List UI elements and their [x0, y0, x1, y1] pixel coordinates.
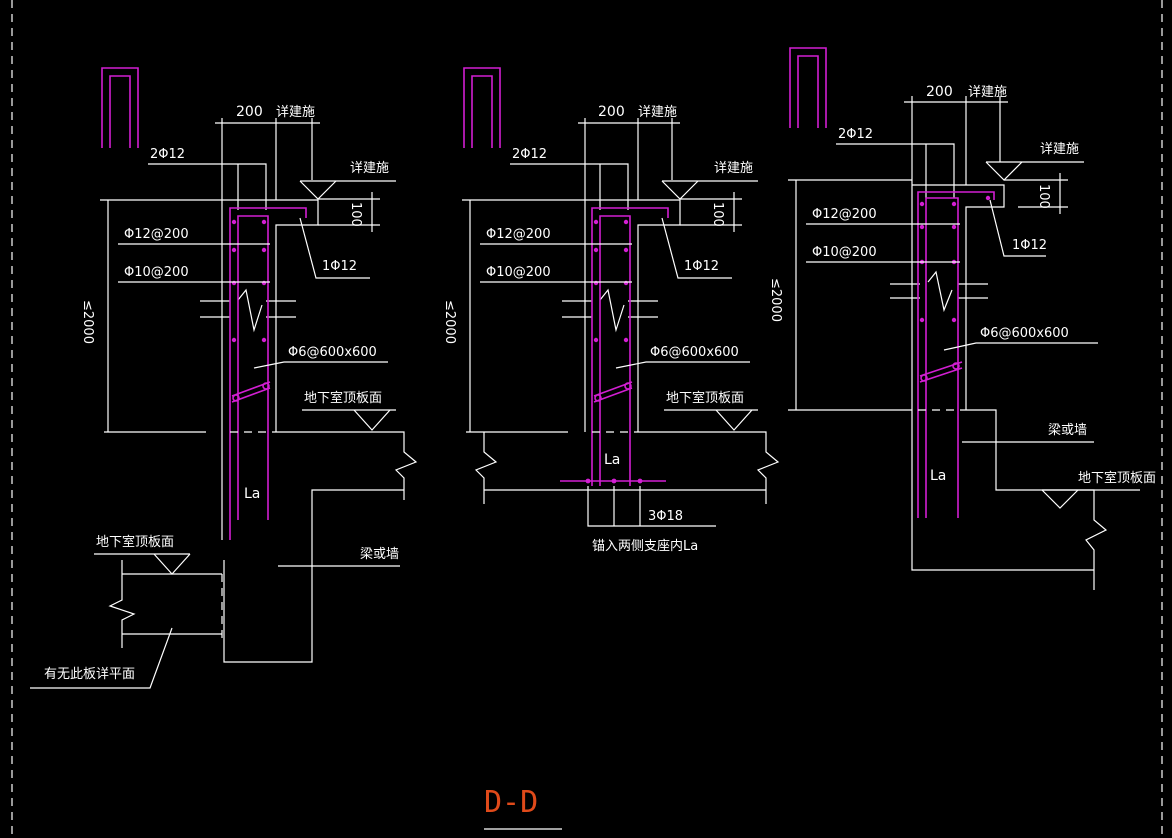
detail-2-leader-tie	[615, 361, 750, 369]
detail-2-bracket-inner	[471, 75, 493, 148]
detail-3-dim-width: 200	[926, 84, 953, 100]
detail-1-beam	[223, 489, 404, 663]
detail-3-rebar-vert: Φ12@200	[812, 207, 877, 222]
detail-2-anchor-note: 锚入两侧支座内La	[592, 538, 698, 554]
detail-3-roof-tri	[1041, 489, 1079, 509]
detail-1-rebar-outer	[229, 207, 307, 540]
detail-2-dim-width: 200	[598, 104, 625, 120]
detail-2-bottom-bars: 3Φ18	[648, 509, 683, 524]
detail-1-bracket-inner	[109, 75, 131, 148]
detail-2-roof-label: 地下室顶板面	[666, 390, 744, 406]
detail-1-rebar-horiz: Φ10@200	[124, 265, 189, 280]
detail-3-rebar-outer	[917, 191, 995, 518]
detail-2-rebar-top: 2Φ12	[512, 147, 547, 162]
detail-1-dim-width: 200	[236, 104, 263, 120]
detail-1-rebar-vert: Φ12@200	[124, 227, 189, 242]
detail-1-roof-tri	[353, 409, 391, 431]
detail-2-slab-break-left	[474, 432, 498, 504]
detail-2-ref-side: 详建施	[714, 161, 753, 176]
detail-3-ref-tri	[985, 161, 1023, 181]
detail-3-ref-side: 详建施	[1040, 142, 1079, 157]
detail-3-rebar-top: 2Φ12	[838, 127, 873, 142]
detail-1-slab-break	[108, 560, 136, 648]
detail-2-rebar-outer	[591, 207, 669, 486]
detail-1-rebar-corner: 1Φ12	[322, 259, 357, 274]
detail-2-rebar-corner: 1Φ12	[684, 259, 719, 274]
detail-3-height: ≤2000	[768, 278, 783, 322]
detail-1-roof-label-2: 地下室顶板面	[96, 534, 174, 550]
detail-1-leader-note	[30, 627, 173, 689]
detail-3-rebar-horiz: Φ10@200	[812, 245, 877, 260]
detail-2-roof-tri	[715, 409, 753, 431]
detail-3-bracket	[789, 47, 827, 128]
detail-1-slab-note: 有无此板详平面	[44, 667, 135, 682]
detail-2-ref-top: 详建施	[638, 105, 677, 120]
detail-1-break-zig	[237, 288, 263, 333]
detail-2-bracket	[463, 67, 501, 148]
detail-3-beam-label: 梁或墙	[1048, 423, 1087, 438]
detail-1-tie-label: Φ6@600x600	[288, 345, 377, 360]
detail-3-leader-top	[836, 143, 955, 198]
detail-2-leader-corner	[661, 217, 732, 279]
detail-1-bracket	[101, 67, 139, 148]
detail-2-break-zig	[599, 288, 625, 333]
detail-3-leader-corner	[989, 199, 1046, 257]
detail-1-dim-100: 100	[348, 202, 363, 227]
detail-3-anchor: La	[930, 468, 946, 484]
detail-1-leader-corner	[299, 217, 370, 279]
detail-2-leader-bottom	[587, 486, 716, 527]
detail-3-ref-top: 详建施	[968, 85, 1007, 100]
detail-3-beam	[966, 409, 1108, 590]
detail-2-slab-right	[638, 431, 780, 504]
detail-1-rebar-top: 2Φ12	[150, 147, 185, 162]
detail-1-height: ≤2000	[80, 300, 95, 344]
detail-3-roof-label: 地下室顶板面	[1078, 470, 1156, 486]
detail-1-wall-top	[222, 199, 319, 432]
detail-3-break-zig	[927, 270, 953, 313]
detail-3: 200 详建施 2Φ12 详建施 100 Φ12@200 Φ10@200 1Φ1…	[768, 47, 1156, 590]
detail-3-wall-top	[912, 184, 1005, 410]
detail-2-wall-top	[585, 199, 681, 432]
detail-2-tie-label: Φ6@600x600	[650, 345, 739, 360]
detail-2-rebar-horiz: Φ10@200	[486, 265, 551, 280]
detail-1-ref-tri	[299, 180, 337, 200]
detail-1-roof-label: 地下室顶板面	[304, 390, 382, 406]
detail-1-beam-label: 梁或墙	[360, 547, 399, 562]
detail-1-ref-side: 详建施	[350, 161, 389, 176]
detail-1-leader-tie	[253, 361, 388, 369]
detail-2-ref-tri	[661, 180, 699, 200]
detail-3-rebar-inner	[925, 197, 959, 518]
detail-2-dim-100: 100	[710, 202, 725, 227]
detail-1-leader-top	[148, 163, 267, 210]
detail-3-wall-left	[911, 185, 1094, 571]
detail-2-rebar-inner	[599, 215, 631, 486]
detail-3-dim-100: 100	[1036, 184, 1051, 209]
detail-3-bracket-inner	[797, 55, 819, 128]
detail-2-height: ≤2000	[442, 300, 457, 344]
detail-2-anchor: La	[604, 452, 620, 468]
detail-2-rebar-vert: Φ12@200	[486, 227, 551, 242]
detail-1: 200 详建施 2Φ12 详建施 100 Φ12@200	[30, 67, 418, 689]
detail-2: 200 详建施 2Φ12 详建施 100 Φ12@200 Φ10@200	[442, 67, 780, 554]
detail-3-tie-label: Φ6@600x600	[980, 326, 1069, 341]
detail-3-rebar-corner: 1Φ12	[1012, 238, 1047, 253]
detail-1-roof2-tri	[153, 553, 191, 575]
detail-1-ref-top: 详建施	[276, 105, 315, 120]
detail-2-leader-top	[510, 163, 629, 210]
detail-1-slab-right	[276, 431, 418, 500]
drawing-title: D-D	[484, 785, 538, 820]
detail-3-leader-tie	[943, 342, 1098, 351]
detail-1-anchor: La	[244, 486, 260, 502]
detail-1-rebar-inner	[237, 215, 269, 520]
